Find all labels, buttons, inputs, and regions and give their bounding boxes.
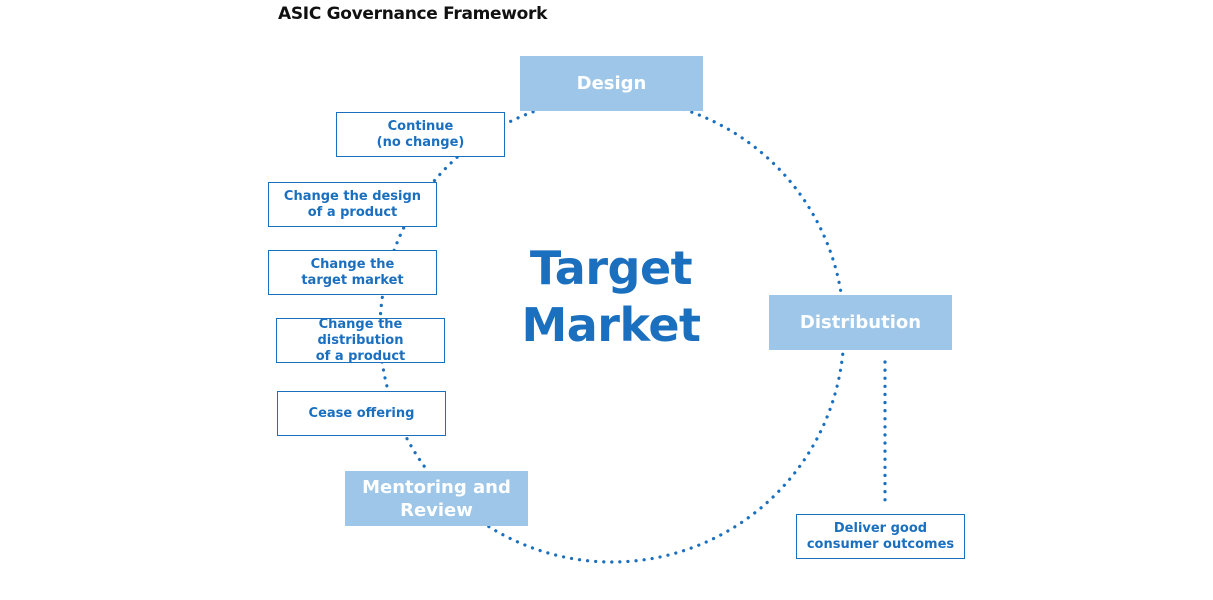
option-change-target-market-label: Change the target market	[301, 256, 404, 288]
option-continue: Continue (no change)	[336, 112, 505, 157]
stage-design-label: Design	[576, 73, 647, 94]
option-change-design-label: Change the design of a product	[283, 188, 422, 220]
target-market-label: Target Market	[521, 241, 701, 352]
option-continue-label: Continue (no change)	[376, 118, 465, 150]
option-change-distribution-label: Change the distribution of a product	[315, 316, 406, 364]
option-change-target-market: Change the target market	[268, 250, 437, 295]
stage-distribution: Distribution	[769, 295, 952, 350]
stage-design: Design	[520, 56, 703, 111]
option-change-design: Change the design of a product	[268, 182, 437, 227]
diagram-title: ASIC Governance Framework	[278, 4, 548, 24]
option-cease-offering-label: Cease offering	[308, 405, 415, 421]
option-cease-offering: Cease offering	[277, 391, 446, 436]
stage-monitoring-review: Mentoring and Review	[345, 471, 528, 526]
option-change-distribution: Change the distribution of a product	[276, 316, 445, 364]
outcome-label: Deliver good consumer outcomes	[806, 520, 955, 552]
outcome-box: Deliver good consumer outcomes	[796, 514, 965, 559]
stage-distribution-label: Distribution	[799, 312, 922, 333]
stage-monitoring-label: Mentoring and Review	[362, 476, 511, 521]
